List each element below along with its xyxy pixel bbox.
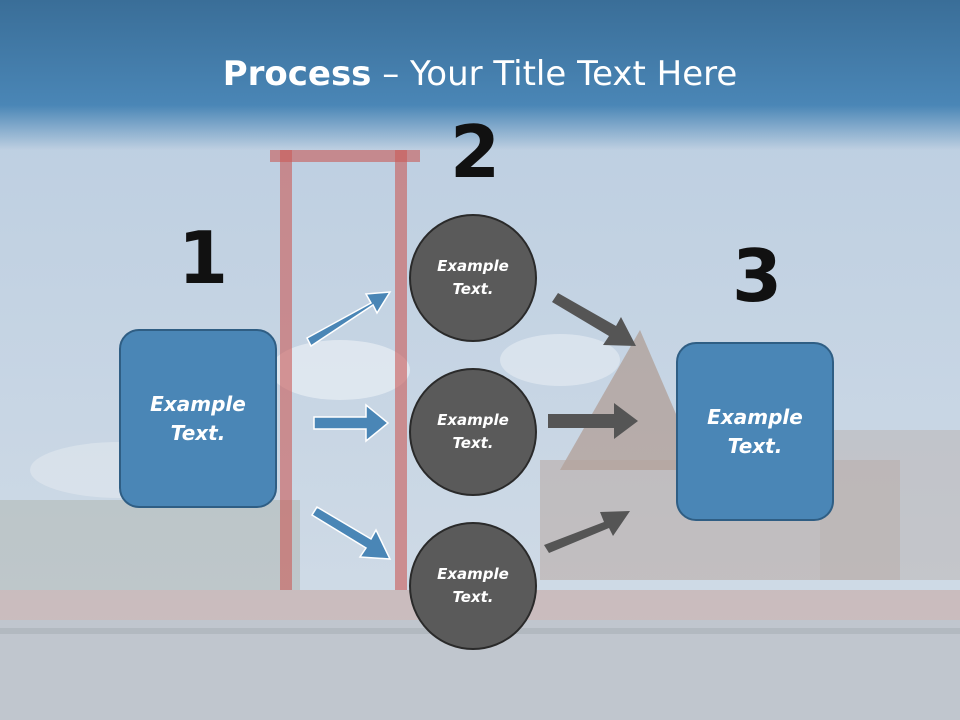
step-1-box: Example Text. — [119, 329, 277, 508]
blue-arrow-right — [313, 403, 390, 443]
blue-arrow-up — [306, 291, 392, 348]
step-2-text-middle: Example Text. — [437, 411, 509, 452]
step-1-text: Example Text. — [150, 391, 246, 445]
step-2-circle-middle: Example Text. — [409, 368, 537, 496]
gray-arrow-down — [552, 293, 636, 346]
title-rest: – Your Title Text Here — [371, 54, 738, 94]
page-title: Process – Your Title Text Here — [0, 52, 960, 96]
step-2-circle-top: Example Text. — [409, 214, 537, 342]
step-2-circle-bottom: Example Text. — [409, 522, 537, 650]
gray-arrow-up — [544, 511, 630, 553]
gray-arrow-right — [548, 403, 638, 439]
step-number-1: 1 — [178, 216, 229, 300]
blue-arrow-down — [310, 505, 392, 560]
step-number-3: 3 — [732, 234, 783, 318]
title-strong: Process — [222, 54, 372, 94]
step-3-box: Example Text. — [676, 342, 834, 521]
step-2-text-bottom: Example Text. — [437, 565, 509, 606]
step-2-text-top: Example Text. — [437, 257, 509, 298]
title-bar — [0, 0, 960, 150]
step-3-text: Example Text. — [707, 404, 803, 458]
step-number-2: 2 — [450, 110, 501, 194]
